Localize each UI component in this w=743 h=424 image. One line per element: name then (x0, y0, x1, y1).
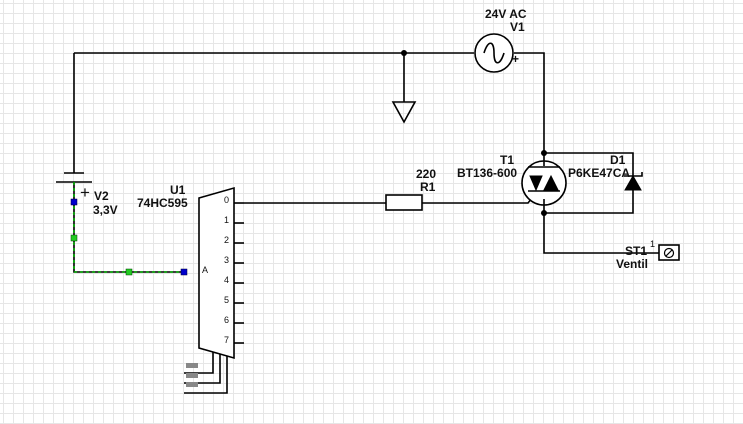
top-rail-wire (73, 52, 545, 173)
u1-pin-label: 6 (224, 315, 229, 325)
st1-terminal[interactable] (658, 244, 680, 261)
u1-value-label: 74HC595 (137, 196, 188, 210)
u1-shift-register[interactable] (198, 186, 235, 360)
st1-ref-label: ST1 (625, 244, 647, 258)
u1-pin-label: 5 (224, 295, 229, 305)
d1-tvs-diode[interactable] (624, 172, 643, 191)
u1-pin-label: 0 (224, 195, 229, 205)
v2-battery[interactable] (56, 172, 92, 183)
r1-to-gate-wire[interactable] (422, 192, 537, 204)
u1-ref-label: U1 (170, 183, 186, 197)
net-node-blue[interactable] (180, 268, 188, 276)
st1-pin-label: 1 (650, 239, 655, 249)
d1-wires (544, 152, 634, 214)
v1-value-label: 24V AC (485, 7, 527, 21)
v2-value-label: 3,3V (93, 203, 118, 217)
junction-dot (541, 150, 547, 156)
v1-plus-sign: + (512, 52, 519, 66)
u1-control-tiny-labels (186, 363, 198, 387)
r1-resistor[interactable] (385, 194, 423, 211)
junction-dot (401, 50, 407, 56)
net-node-green[interactable] (70, 234, 78, 242)
u1-pin-label: 1 (224, 215, 229, 225)
v2-plus-sign: + (80, 183, 90, 202)
u1-pin-label: 2 (224, 235, 229, 245)
v2-to-u1-net-wire[interactable] (73, 182, 184, 273)
d1-value-label: P6KE47CA (568, 166, 630, 180)
u1-output-pin-stubs (234, 202, 244, 344)
t1-triac[interactable] (521, 153, 567, 213)
t1-to-st1-wire[interactable] (543, 213, 659, 254)
t1-value-label: BT136-600 (457, 166, 517, 180)
u1-pin-label: 4 (224, 275, 229, 285)
net-node-green[interactable] (125, 268, 133, 276)
t1-ref-label: T1 (500, 153, 514, 167)
v1-ref-label: V1 (510, 20, 525, 34)
ground-symbol (391, 101, 417, 124)
u1-pin-label: 7 (224, 335, 229, 345)
v1-ac-source[interactable] (474, 33, 514, 73)
v2-ref-label: V2 (94, 189, 109, 203)
u1-pin-a-label: A (202, 265, 208, 275)
d1-ref-label: D1 (610, 153, 626, 167)
st1-value-label: Ventil (616, 257, 648, 271)
net-node-blue[interactable] (70, 198, 78, 206)
u1-pin-label: 3 (224, 255, 229, 265)
r1-ref-label: R1 (420, 180, 436, 194)
r1-value-label: 220 (416, 167, 436, 181)
